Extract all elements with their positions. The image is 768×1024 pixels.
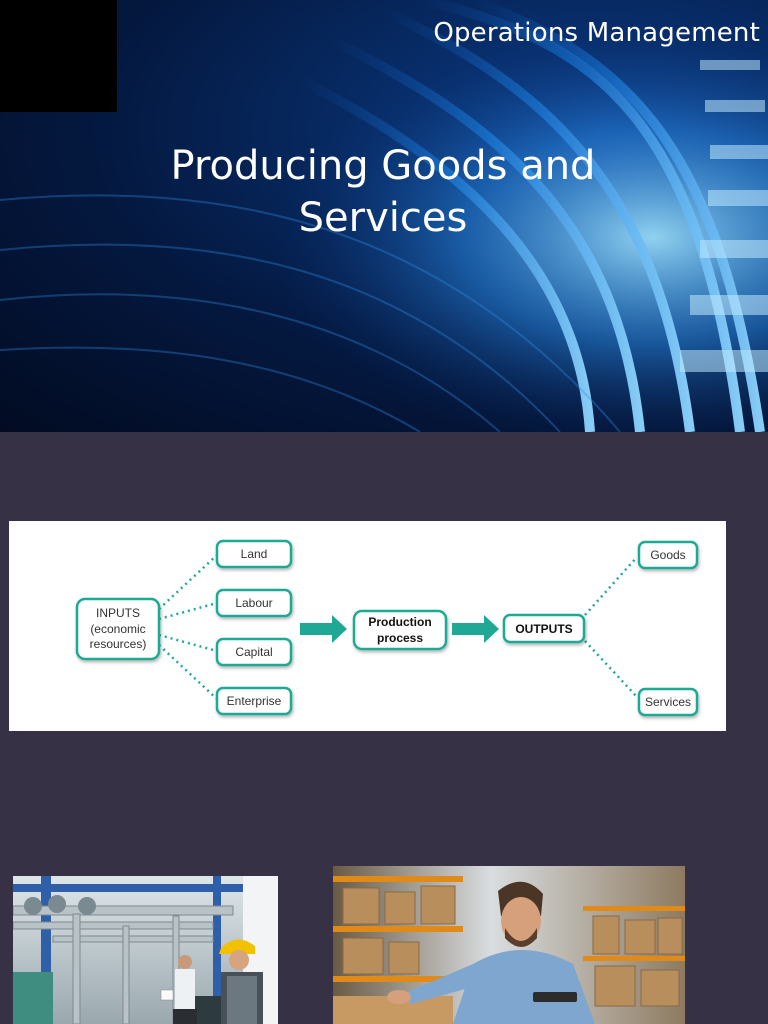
output-node-goods: Goods	[637, 540, 699, 570]
arrow-icon	[300, 615, 347, 643]
output-label: Services	[645, 695, 691, 709]
resource-node-land: Land	[215, 539, 293, 569]
resource-label: Labour	[235, 596, 272, 610]
outputs-node: OUTPUTS	[502, 613, 586, 644]
resource-label: Land	[241, 547, 268, 561]
process-label-2: process	[377, 631, 423, 645]
resource-label: Capital	[235, 645, 272, 659]
slide-title-line-2: Services	[298, 195, 468, 241]
resource-label: Enterprise	[227, 694, 282, 708]
resource-node-labour: Labour	[215, 588, 293, 618]
logo-placeholder-box	[0, 0, 117, 112]
blue-tunnel-background	[0, 0, 768, 432]
header-title: Operations Management	[433, 18, 760, 48]
warehouse-man-tablet-photo	[333, 866, 685, 1024]
inputs-node: INPUTS (economic resources)	[75, 597, 161, 661]
resource-node-capital: Capital	[215, 637, 293, 667]
output-label: Goods	[650, 548, 685, 562]
output-node-services: Services	[637, 687, 699, 717]
inputs-sub-label-2: resources)	[90, 637, 147, 651]
inputs-label: INPUTS	[96, 606, 140, 620]
slide-title-line-1: Producing Goods and	[170, 143, 596, 189]
production-process-node: Production process	[352, 609, 448, 651]
resource-node-enterprise: Enterprise	[215, 686, 293, 716]
outputs-label: OUTPUTS	[515, 622, 572, 636]
industrial-workers-photo	[13, 876, 278, 1024]
inputs-sub-label-1: (economic	[90, 622, 145, 636]
arrow-icon	[452, 615, 499, 643]
title-slide: Operations Management Producing Goods an…	[0, 0, 768, 432]
production-diagram: INPUTS (economic resources) Land Labour …	[9, 521, 726, 731]
dotted-connectors	[158, 554, 638, 700]
slide-title: Producing Goods and Services	[100, 140, 666, 244]
process-label-1: Production	[368, 615, 431, 629]
